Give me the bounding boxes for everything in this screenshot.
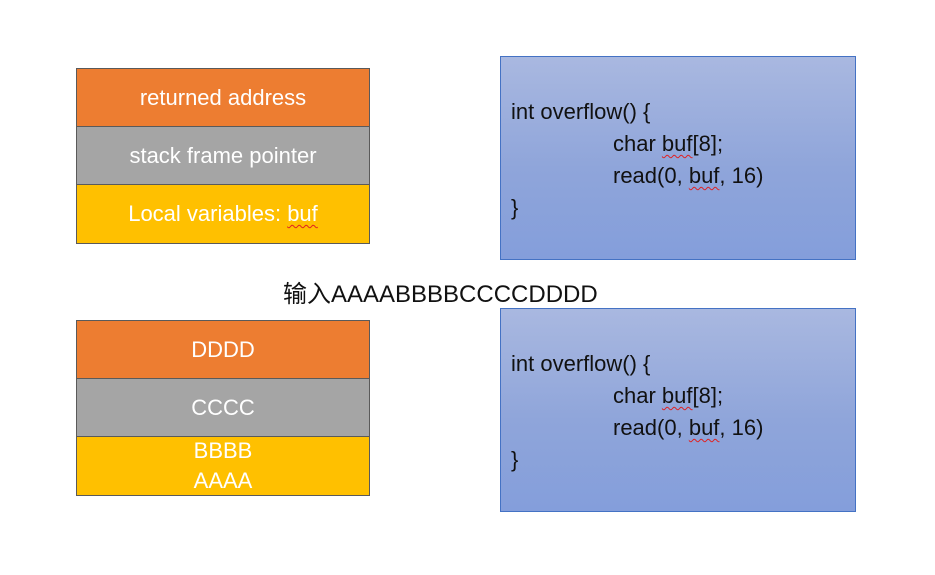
code-line-buffer-declaration: char buf[8];: [613, 383, 723, 409]
code-array-size: [8];: [692, 383, 724, 408]
code-buf-identifier: buf: [661, 131, 693, 156]
return-address-label: returned address: [139, 84, 307, 110]
code-read-suffix: , 16): [719, 163, 764, 188]
stack-diagram-after: DDDD CCCC BBBB AAAA: [76, 320, 370, 496]
code-line-function-signature: int overflow() {: [511, 351, 651, 376]
local-variables-buf: buf: [287, 201, 318, 226]
return-address-cell-overwritten: DDDD: [77, 321, 369, 379]
local-variables-value-line1: BBBB: [193, 438, 253, 463]
code-char-keyword: char: [613, 131, 662, 156]
local-variables-cell: Local variables: buf: [77, 185, 369, 243]
code-line-read-call: read(0, buf, 16): [613, 415, 763, 441]
code-line-closing-brace: }: [511, 447, 519, 472]
stack-frame-pointer-cell: stack frame pointer: [77, 127, 369, 185]
local-variables-value-line2: AAAA: [193, 468, 253, 493]
code-read-buf-identifier: buf: [688, 415, 720, 440]
local-variables-cell-overwritten: BBBB AAAA: [77, 437, 369, 495]
stack-frame-pointer-cell-overwritten: CCCC: [77, 379, 369, 437]
return-address-cell: returned address: [77, 69, 369, 127]
stack-frame-pointer-value: CCCC: [191, 394, 255, 420]
code-read-prefix: read(0,: [613, 163, 689, 188]
code-array-size: [8];: [692, 131, 724, 156]
local-variables-prefix: Local variables:: [128, 201, 288, 226]
stack-frame-pointer-label: stack frame pointer: [129, 142, 317, 168]
code-line-function-signature: int overflow() {: [511, 99, 651, 124]
code-read-buf-identifier: buf: [688, 163, 720, 188]
input-caption: 输入AAAABBBBCCCCDDDD: [283, 281, 598, 308]
code-char-keyword: char: [613, 383, 662, 408]
code-box-after: int overflow() { char buf[8]; read(0, bu…: [500, 308, 856, 512]
return-address-value: DDDD: [191, 336, 255, 362]
code-buf-identifier: buf: [661, 383, 693, 408]
stack-diagram-before: returned address stack frame pointer Loc…: [76, 68, 370, 244]
code-read-suffix: , 16): [719, 415, 764, 440]
code-box-before: int overflow() { char buf[8]; read(0, bu…: [500, 56, 856, 260]
local-variables-label: Local variables: buf: [128, 201, 318, 227]
code-line-closing-brace: }: [511, 195, 519, 220]
code-line-read-call: read(0, buf, 16): [613, 163, 763, 189]
code-line-buffer-declaration: char buf[8];: [613, 131, 723, 157]
code-read-prefix: read(0,: [613, 415, 689, 440]
